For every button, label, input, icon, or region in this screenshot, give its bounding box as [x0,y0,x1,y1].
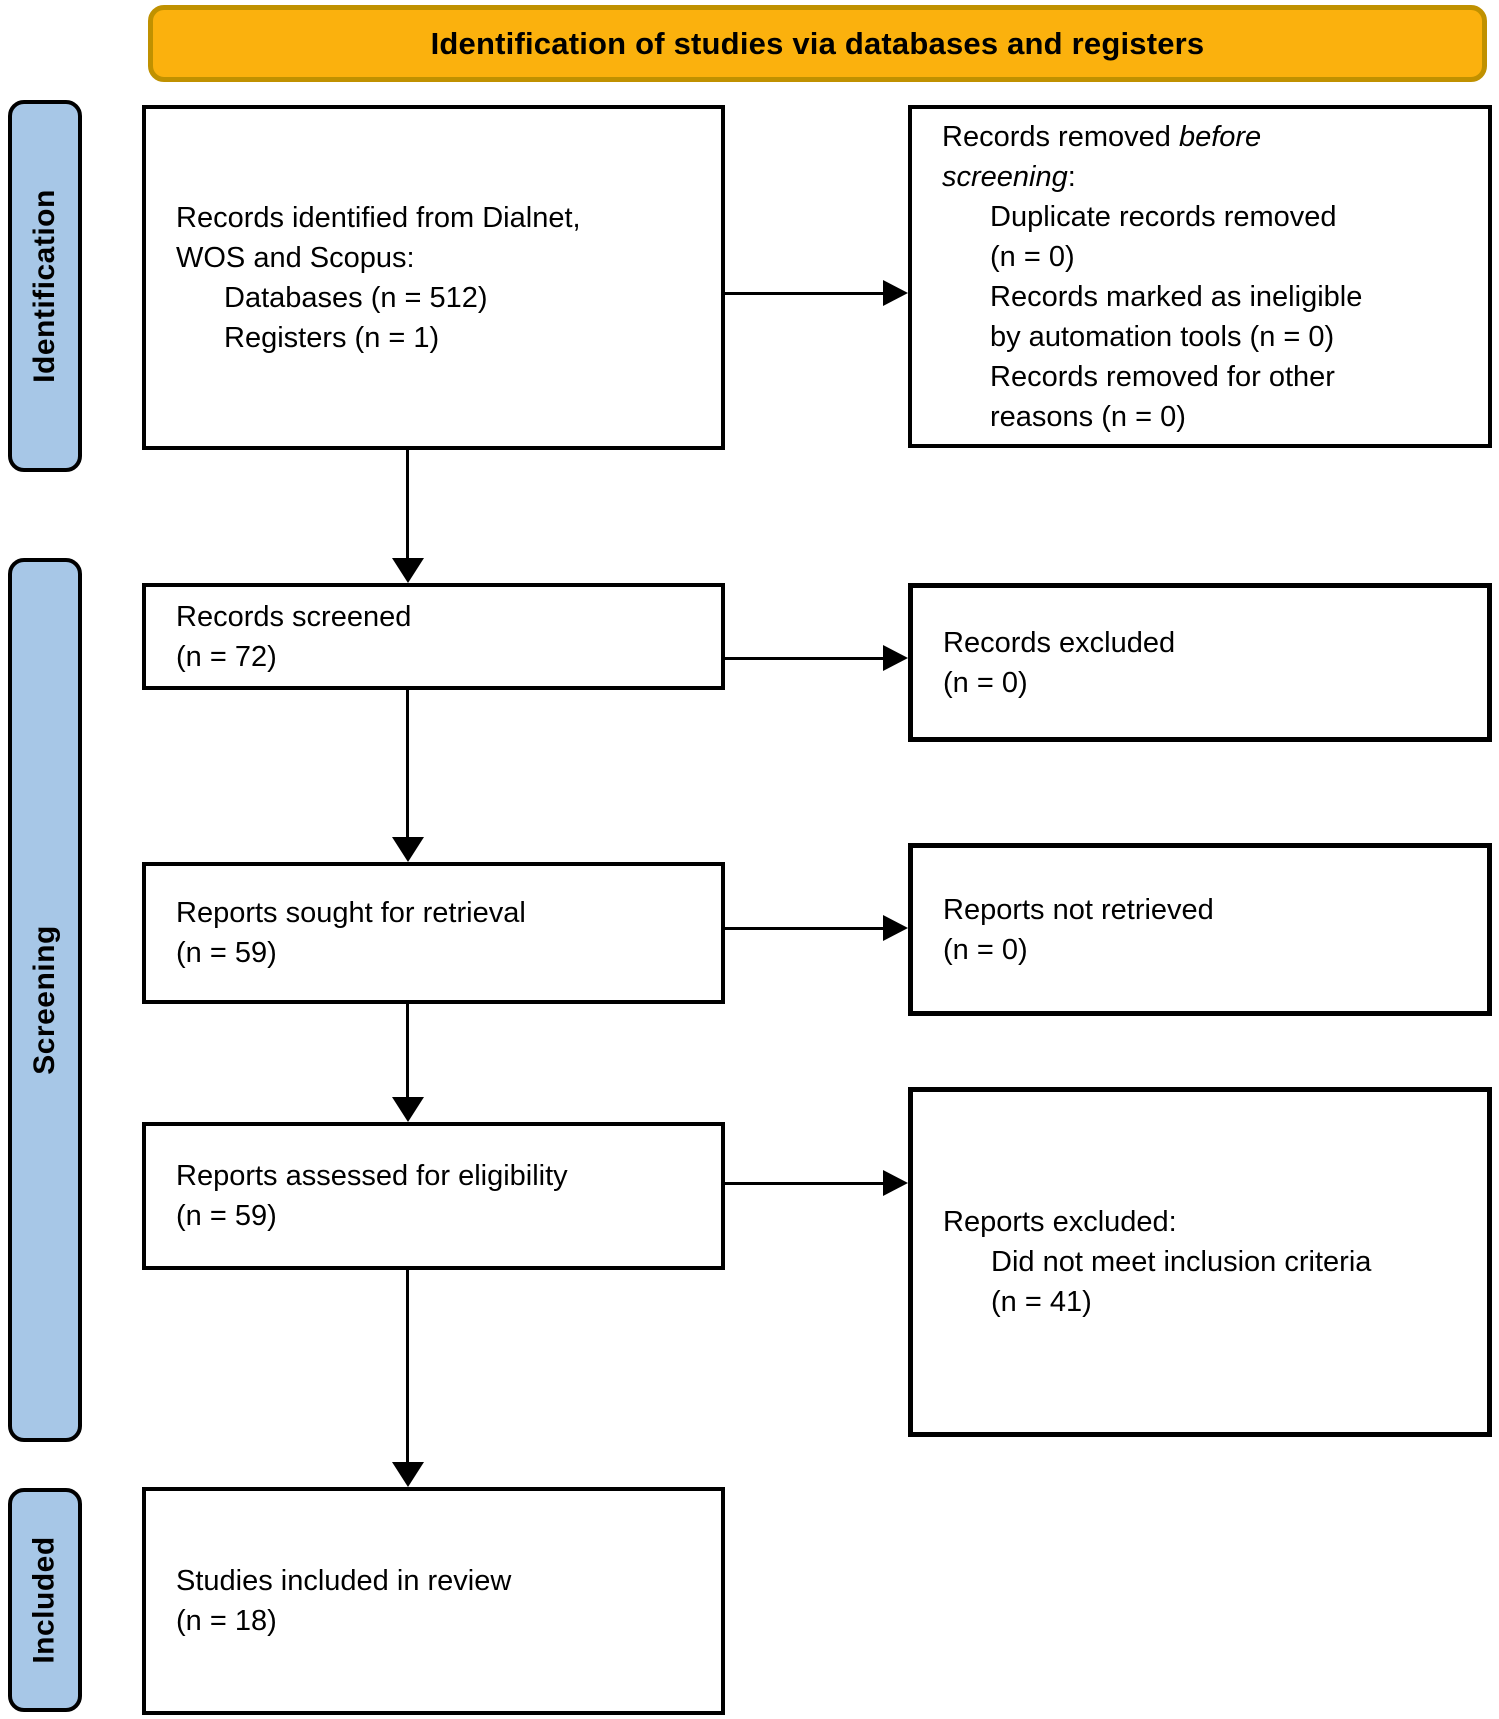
box-reports-assessed-line: Reports assessed for eligibility [176,1160,568,1192]
box-records-excluded: Records excluded (n = 0) [908,583,1492,742]
stage-label-included-text: Included [28,1536,61,1664]
box-studies-included-line: (n = 18) [176,1605,277,1637]
arrow-sought-to-assessed-shaft [406,1004,409,1099]
box-records-removed-line: Duplicate records removed [990,200,1337,233]
arrow-assessed-to-included-shaft [406,1270,409,1464]
box-reports-excluded-line: (n = 41) [991,1286,1092,1318]
box-records-identified-line: Registers (n = 1) [224,321,440,354]
arrow-screened-to-sought-head-icon [392,837,424,862]
arrow-assessed-to-included-head-icon [392,1462,424,1487]
banner-title: Identification of studies via databases … [430,25,1205,61]
arrow-assessed-to-repexcluded-head-icon [883,1170,908,1196]
box-records-excluded-line: (n = 0) [943,666,1028,699]
box-reports-excluded: Reports excluded: Did not meet inclusion… [908,1087,1492,1437]
box-reports-not-retrieved-line: Reports not retrieved [943,893,1214,926]
arrow-screened-to-sought-shaft [406,690,409,839]
box-studies-included-line: Studies included in review [176,1565,512,1597]
box-reports-sought-line: Reports sought for retrieval [176,897,526,929]
arrow-screened-to-excluded-head-icon [883,645,908,671]
box-reports-not-retrieved: Reports not retrieved (n = 0) [908,843,1492,1016]
box-records-identified-line: Records identified from Dialnet, [176,201,581,234]
stage-label-screening-text: Screening [28,925,61,1075]
arrow-sought-to-assessed-head-icon [392,1097,424,1122]
box-reports-excluded-line: Reports excluded: [943,1206,1177,1238]
box-records-screened-line: Records screened [176,600,412,633]
box-records-identified-line: WOS and Scopus: [176,241,415,274]
box-reports-assessed-line: (n = 59) [176,1200,277,1232]
box-records-excluded-line: Records excluded [943,626,1176,659]
box-records-removed-line: by automation tools (n = 0) [990,320,1335,353]
arrow-assessed-to-repexcluded-shaft [725,1182,885,1185]
stage-label-included: Included [8,1488,82,1712]
box-records-screened-line: (n = 72) [176,640,277,673]
box-reports-not-retrieved-line: (n = 0) [943,933,1028,966]
arrow-sought-to-notretrieved-head-icon [883,915,908,941]
arrow-screened-to-excluded-shaft [725,657,885,660]
banner: Identification of studies via databases … [148,5,1487,82]
arrow-sought-to-notretrieved-shaft [725,927,885,930]
arrow-identified-to-screened-head-icon [392,558,424,583]
box-reports-sought-line: (n = 59) [176,937,277,969]
box-records-removed-line: Records removed before [942,120,1262,153]
box-studies-included: Studies included in review (n = 18) [142,1487,725,1715]
arrow-identified-to-screened-shaft [406,450,409,560]
box-records-removed-line: screening: [942,160,1076,193]
box-records-removed-line: reasons (n = 0) [990,400,1186,433]
box-records-identified: Records identified from Dialnet, WOS and… [142,105,725,450]
box-records-removed-line: (n = 0) [990,240,1075,273]
stage-label-identification: Identification [8,100,82,472]
box-records-screened: Records screened (n = 72) [142,583,725,690]
box-records-removed-line: Records removed for other [990,360,1335,393]
box-records-removed-line: Records marked as ineligible [990,280,1363,313]
stage-label-screening: Screening [8,558,82,1442]
box-reports-sought: Reports sought for retrieval (n = 59) [142,862,725,1004]
box-records-removed: Records removed before screening: Duplic… [908,105,1492,448]
arrow-identified-to-removed-head-icon [883,280,908,306]
box-reports-assessed: Reports assessed for eligibility (n = 59… [142,1122,725,1270]
arrow-identified-to-removed-shaft [725,292,885,295]
stage-label-identification-text: Identification [28,189,62,383]
box-reports-excluded-line: Did not meet inclusion criteria [991,1246,1372,1278]
box-records-identified-line: Databases (n = 512) [224,281,488,314]
